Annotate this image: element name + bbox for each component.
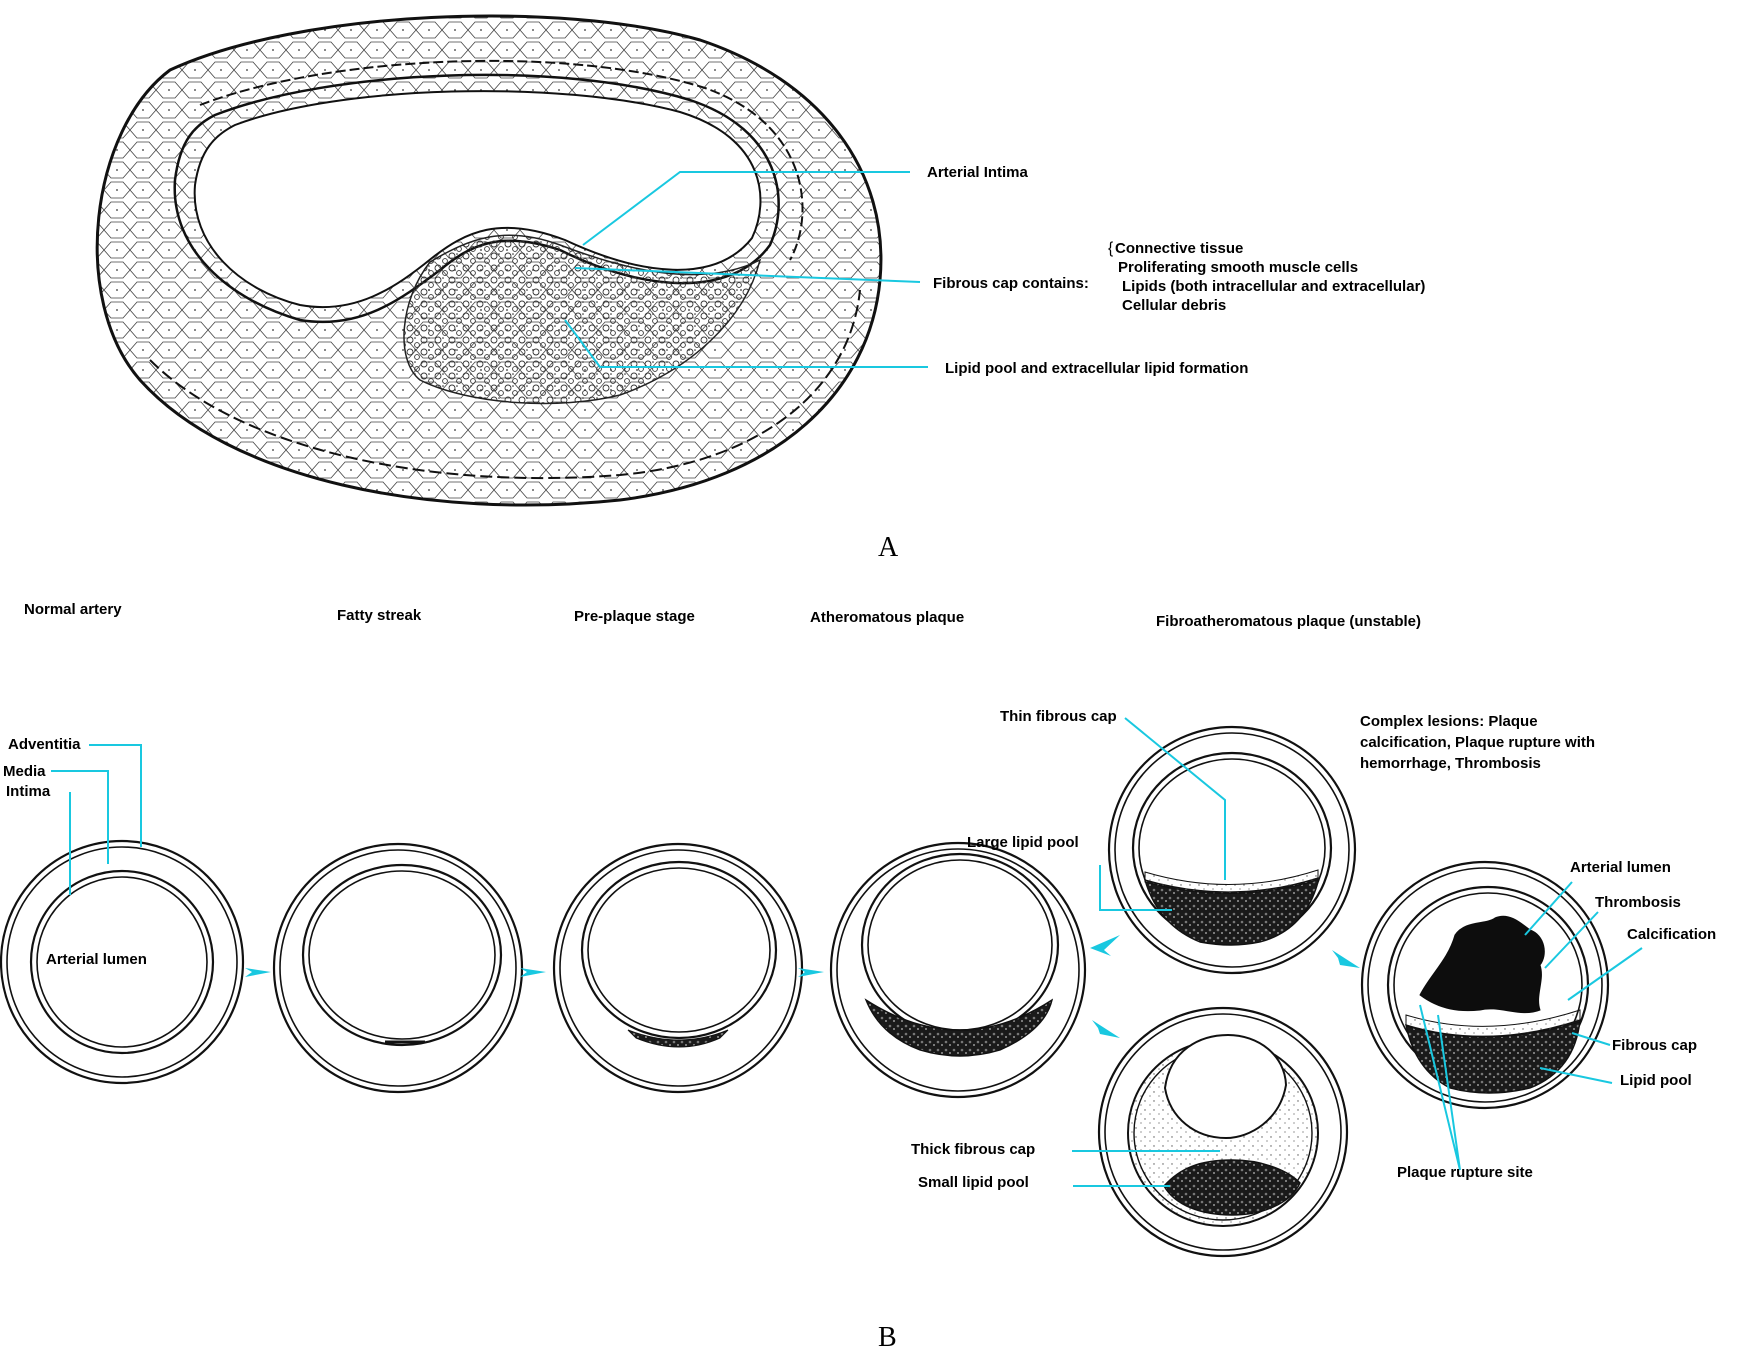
label-fibrous-cap-contains: Fibrous cap contains: (933, 275, 1089, 292)
label-small-lipid-pool: Small lipid pool (918, 1174, 1029, 1191)
fibrous-cap-item: Lipids (both intracellular and extracell… (1122, 278, 1425, 295)
fibrous-cap-item: Connective tissue (1115, 240, 1243, 257)
label-adventitia: Adventitia (8, 736, 81, 753)
label-arterial-lumen-complex: Arterial lumen (1570, 859, 1671, 876)
normal-artery-leaders (51, 744, 142, 895)
panel-a-cross-section (95, 14, 883, 507)
label-media: Media (3, 763, 46, 780)
thick-cap-leaders (1072, 1150, 1220, 1187)
label-calcification: Calcification (1627, 926, 1716, 943)
label-thin-fibrous-cap: Thin fibrous cap (1000, 708, 1117, 725)
panel-a-labels: Arterial Intima Fibrous cap contains: { … (927, 164, 1425, 377)
thrombus (1419, 915, 1545, 1014)
progression-arrow (1332, 950, 1360, 968)
progression-arrow (798, 968, 824, 977)
normal-artery (0, 839, 245, 1085)
stage-title: Normal artery (24, 601, 122, 618)
stage-title: Fibroatheromatous plaque (unstable) (1156, 613, 1421, 630)
label-large-lipid-pool: Large lipid pool (967, 834, 1079, 851)
panel-label-b: B (878, 1322, 897, 1353)
label-lipid-pool: Lipid pool (1620, 1072, 1692, 1089)
fatty-streak-artery (272, 842, 524, 1094)
thin-cap-plaque-artery (1107, 725, 1357, 975)
panel-a-leaders (564, 171, 928, 368)
progression-arrow (245, 968, 271, 977)
stage-title: Atheromatous plaque (810, 609, 964, 626)
fibrous-cap-region (403, 234, 762, 405)
label-thrombosis: Thrombosis (1595, 894, 1681, 911)
complex-leaders (1419, 881, 1643, 1171)
label-fibrous-cap: Fibrous cap (1612, 1037, 1697, 1054)
progression-arrow (520, 968, 546, 977)
brace: { (1108, 240, 1113, 257)
artery-lumen (193, 90, 762, 309)
complex-lesion-artery (1360, 860, 1610, 1110)
adventitia-band (149, 289, 861, 480)
label-arterial-intima: Arterial Intima (927, 164, 1029, 181)
thick-cap-plaque-artery (1097, 1006, 1349, 1258)
progression-arrow (1092, 1020, 1120, 1038)
label-thick-fibrous-cap: Thick fibrous cap (911, 1141, 1035, 1158)
stage-title: Fatty streak (337, 607, 422, 624)
atheromatous-plaque-artery (829, 841, 1087, 1099)
fibrous-cap-item: Cellular debris (1122, 297, 1226, 314)
fibrous-cap-item: Proliferating smooth muscle cells (1118, 259, 1358, 276)
label-intima: Intima (6, 783, 51, 800)
media-band (199, 59, 804, 261)
label-plaque-rupture-site: Plaque rupture site (1397, 1164, 1533, 1181)
stage-titles: Normal artery Fatty streak Pre-plaque st… (24, 601, 1421, 630)
label-arterial-lumen: Arterial lumen (46, 951, 147, 968)
complex-description-line: hemorrhage, Thrombosis (1360, 755, 1541, 772)
panel-label-a: A (878, 532, 899, 563)
complex-description-line: Complex lesions: Plaque (1360, 713, 1538, 730)
stage-title: Pre-plaque stage (574, 608, 695, 625)
progression-arrow (1090, 935, 1120, 956)
complex-description-line: calcification, Plaque rupture with (1360, 734, 1595, 751)
pre-plaque-artery (552, 842, 804, 1094)
label-lipid-pool-formation: Lipid pool and extracellular lipid forma… (945, 360, 1248, 377)
thin-cap-leaders (1099, 717, 1226, 911)
